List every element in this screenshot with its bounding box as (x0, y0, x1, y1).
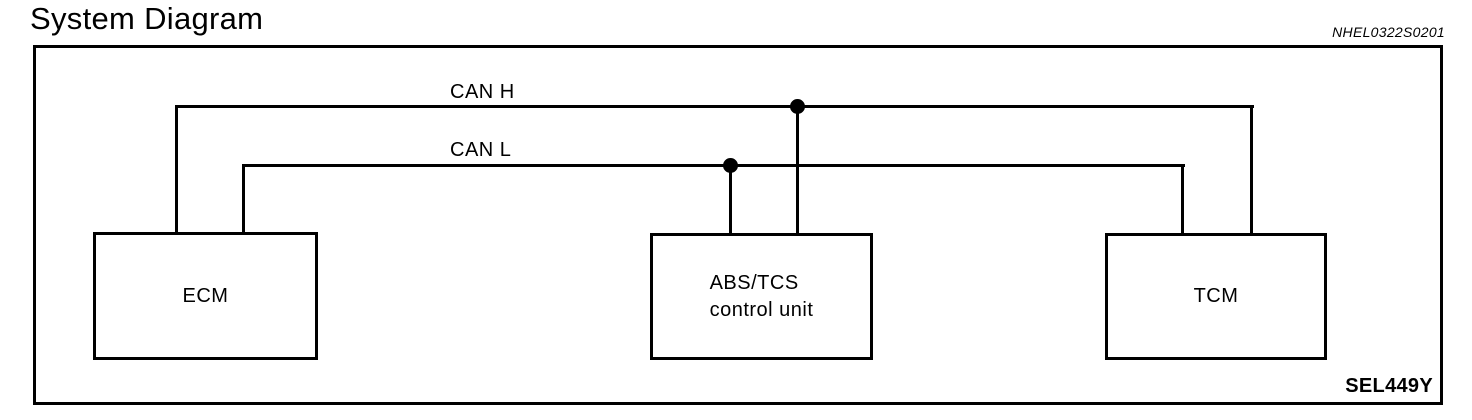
can-h-junction-dot (790, 99, 805, 114)
tcm-can-h-drop-line (1250, 105, 1253, 233)
abs-tcs-can-h-drop-line (796, 105, 799, 233)
ecm-can-h-drop-line (175, 105, 178, 232)
abs-tcs-label: ABS/TCS control unit (710, 270, 814, 324)
can-h-label: CAN H (450, 81, 515, 103)
abs-tcs-label-line2: control unit (709, 298, 814, 321)
tcm-can-l-drop-line (1181, 164, 1184, 233)
system-diagram-frame: CAN H CAN L ECM ABS/TCS control unit TCM… (33, 45, 1443, 405)
abs-tcs-can-l-drop-line (729, 164, 732, 233)
can-h-bus-line (176, 105, 1254, 108)
figure-code: SEL449Y (1345, 375, 1433, 397)
node-box-tcm: TCM (1105, 233, 1327, 360)
abs-tcs-label-line1: ABS/TCS (709, 271, 799, 294)
node-box-abs-tcs: ABS/TCS control unit (650, 233, 873, 360)
figure-reference-code: NHEL0322S0201 (1332, 24, 1445, 40)
tcm-label: TCM (1193, 285, 1239, 307)
ecm-label: ECM (182, 284, 229, 307)
can-l-label: CAN L (450, 139, 512, 161)
ecm-can-l-drop-line (242, 164, 245, 232)
node-box-ecm: ECM (93, 232, 318, 360)
can-l-junction-dot (723, 158, 738, 173)
can-l-bus-line (243, 164, 1185, 167)
page-title: System Diagram (30, 1, 264, 36)
